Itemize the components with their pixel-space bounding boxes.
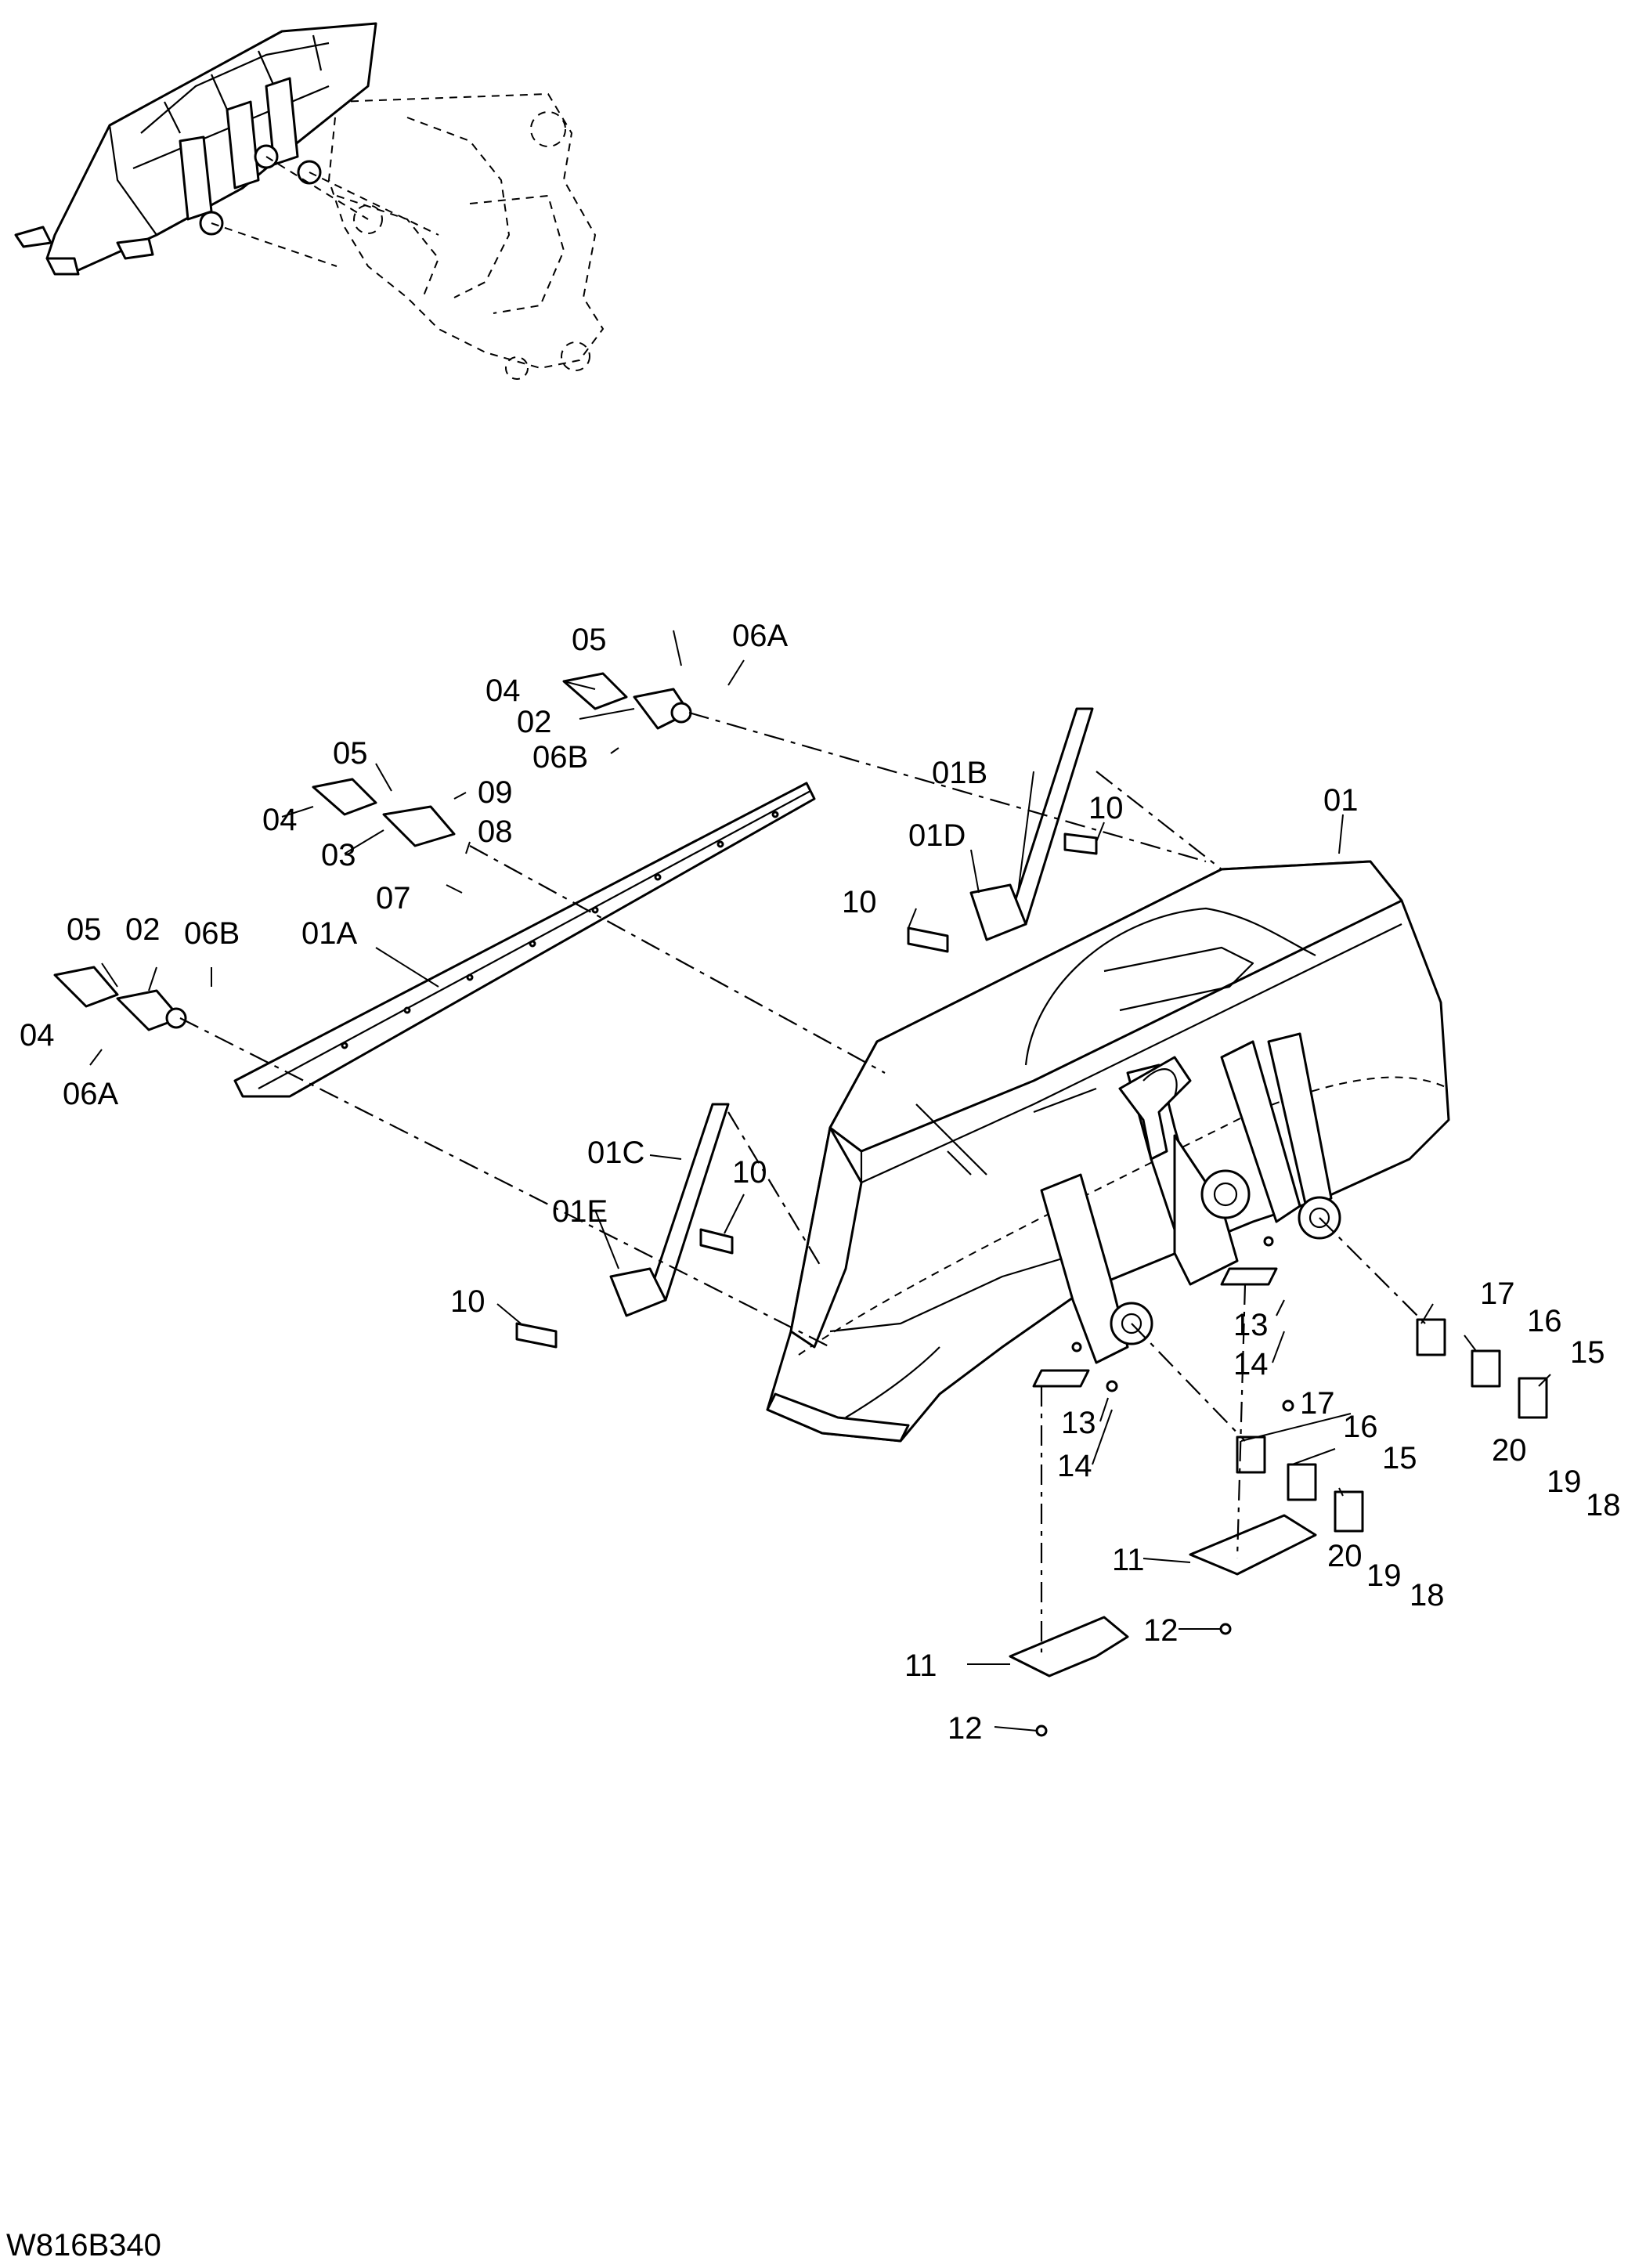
callout-20-lower: 20: [1327, 1539, 1363, 1573]
callout-01A: 01A: [301, 916, 357, 951]
callout-20-upper: 20: [1492, 1433, 1527, 1468]
leader-lines: [89, 630, 1551, 1732]
callout-14-right: 14: [1233, 1347, 1269, 1381]
callout-13-left: 13: [1061, 1406, 1096, 1440]
callout-13-right: 13: [1233, 1308, 1269, 1342]
callout-17-lower: 17: [1300, 1386, 1335, 1421]
callout-03: 03: [321, 838, 356, 872]
callout-15-upper: 15: [1570, 1335, 1605, 1370]
callout-05-left: 05: [67, 912, 102, 947]
callout-16-lower: 16: [1343, 1410, 1378, 1444]
callout-01C: 01C: [587, 1136, 644, 1170]
callout-12-lower: 12: [948, 1711, 983, 1746]
assembly-lines: [179, 711, 1426, 1652]
callout-04-left: 04: [20, 1018, 55, 1053]
callout-12-upper: 12: [1143, 1613, 1179, 1648]
callout-19-lower: 19: [1366, 1558, 1402, 1593]
callout-02-left: 02: [125, 912, 161, 947]
callout-10-upper-left: 10: [842, 885, 877, 919]
callout-19-upper: 19: [1547, 1464, 1582, 1499]
callout-04-top: 04: [485, 674, 521, 708]
callout-05-top: 05: [572, 623, 607, 657]
tooth-adapter-middle: [312, 778, 456, 847]
side-cutter-01C: [609, 1103, 730, 1317]
callout-15-lower: 15: [1382, 1441, 1417, 1475]
callout-06B-top: 06B: [532, 740, 588, 775]
callout-10-upper: 10: [1088, 791, 1124, 825]
callout-04-middle: 04: [262, 803, 298, 837]
callout-18-upper: 18: [1586, 1488, 1621, 1522]
callout-06A-left: 06A: [63, 1077, 118, 1111]
callout-labels: 01 01B 10 01D 10 05 06A 04 02 06B 05 09 …: [20, 619, 1621, 1746]
callout-01D: 01D: [908, 818, 966, 853]
callout-02-top: 02: [517, 705, 552, 739]
callout-14-left: 14: [1057, 1449, 1092, 1483]
callout-18-lower: 18: [1410, 1578, 1445, 1613]
callout-01B: 01B: [932, 756, 987, 790]
callout-09: 09: [478, 775, 513, 810]
bucket-assembly: [766, 860, 1450, 1443]
assembly-thumbnail: [14, 22, 605, 380]
drawing-code: W816B340: [6, 2228, 161, 2263]
callout-11-lower: 11: [904, 1649, 937, 1683]
callout-16-upper: 16: [1527, 1304, 1562, 1338]
tooth-adapter-upper: [562, 672, 692, 730]
side-cutter-01B: [969, 707, 1094, 941]
callout-10-lower-right: 10: [732, 1155, 767, 1190]
cutting-edge-01A: [233, 782, 816, 1098]
tooth-adapter-left: [53, 966, 187, 1031]
callout-06A-top: 06A: [732, 619, 788, 653]
callout-11-upper: 11: [1112, 1543, 1145, 1577]
callout-08: 08: [478, 814, 513, 849]
callout-07: 07: [376, 881, 411, 916]
callout-01E: 01E: [552, 1194, 608, 1229]
callout-06B-left: 06B: [184, 916, 240, 951]
callout-17-upper: 17: [1480, 1277, 1515, 1311]
callout-10-lower-left: 10: [450, 1284, 485, 1319]
callout-05-middle: 05: [333, 736, 368, 771]
small-parts: [515, 832, 1548, 1737]
callout-01: 01: [1323, 783, 1359, 818]
